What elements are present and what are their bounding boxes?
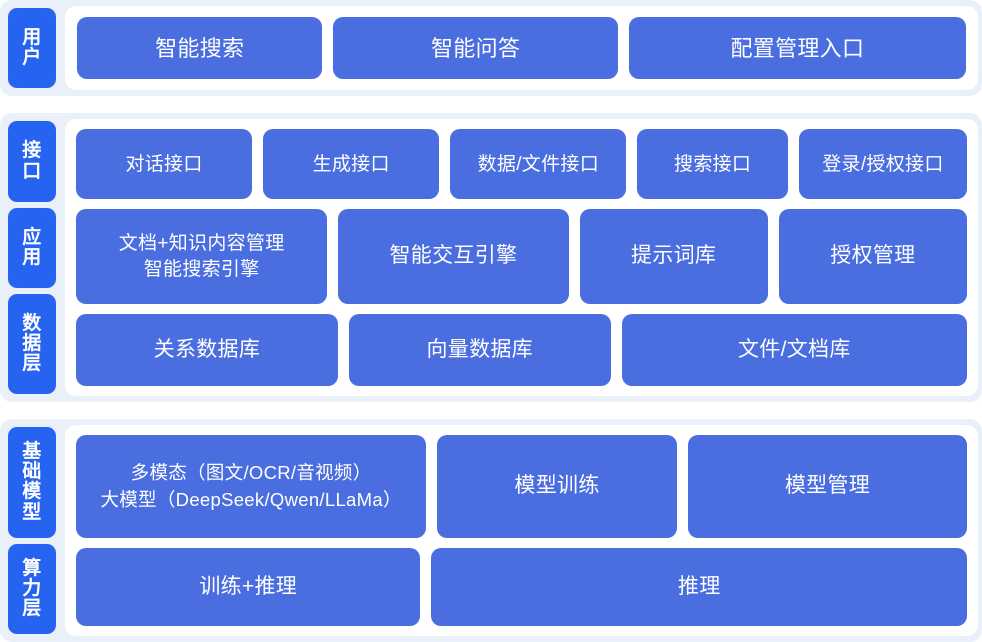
box-login-auth-api[interactable]: 登录/授权接口 (798, 129, 967, 200)
layer-label-compute: 算力层 (8, 543, 56, 635)
row-interface: 对话接口 生成接口 数据/文件接口 搜索接口 登录/授权接口 (76, 129, 967, 200)
layer-label-foundation-model: 基础模型 (8, 427, 56, 538)
layer-group-user: 用户 智能搜索 智能问答 配置管理入口 (0, 0, 982, 97)
label-column-user: 用户 (8, 6, 56, 90)
box-smart-qa[interactable]: 智能问答 (333, 17, 618, 80)
box-training-inference[interactable]: 训练+推理 (76, 547, 421, 627)
layer-label-application: 应用 (8, 207, 56, 288)
layer-group-middle: 接口 应用 数据层 对话接口 生成接口 数据/文件接口 搜索接口 登录/授权接口… (0, 113, 982, 403)
box-data-file-api[interactable]: 数据/文件接口 (450, 129, 627, 200)
box-file-document-store[interactable]: 文件/文档库 (621, 314, 968, 387)
panel-user: 智能搜索 智能问答 配置管理入口 (65, 6, 978, 91)
panel-middle: 对话接口 生成接口 数据/文件接口 搜索接口 登录/授权接口 文档+知识内容管理… (65, 119, 978, 397)
row-application: 文档+知识内容管理 智能搜索引擎 智能交互引擎 提示词库 授权管理 (76, 209, 968, 305)
box-doc-knowledge-management[interactable]: 文档+知识内容管理 智能搜索引擎 (76, 209, 328, 305)
box-relational-database[interactable]: 关系数据库 (76, 314, 338, 387)
box-search-api[interactable]: 搜索接口 (637, 129, 788, 200)
box-smart-search[interactable]: 智能搜索 (77, 17, 323, 80)
panel-base: 多模态（图文/OCR/音视频） 大模型（DeepSeek/Qwen/LLaMa）… (65, 425, 978, 636)
layer-label-interface: 接口 (8, 121, 56, 202)
row-foundation-model: 多模态（图文/OCR/音视频） 大模型（DeepSeek/Qwen/LLaMa）… (76, 435, 967, 538)
box-model-training[interactable]: 模型训练 (437, 435, 677, 538)
box-model-management[interactable]: 模型管理 (687, 435, 967, 538)
layer-label-user: 用户 (8, 8, 56, 89)
box-vector-database[interactable]: 向量数据库 (348, 314, 611, 387)
box-authorization-management[interactable]: 授权管理 (778, 209, 968, 305)
row-compute-layer: 训练+推理 推理 (76, 547, 967, 627)
box-dialog-api[interactable]: 对话接口 (76, 129, 253, 200)
row-data-layer: 关系数据库 向量数据库 文件/文档库 (76, 314, 968, 387)
box-multimodal-large-model[interactable]: 多模态（图文/OCR/音视频） 大模型（DeepSeek/Qwen/LLaMa） (76, 435, 427, 538)
layer-group-base: 基础模型 算力层 多模态（图文/OCR/音视频） 大模型（DeepSeek/Qw… (0, 419, 982, 642)
label-column-middle: 接口 应用 数据层 (8, 119, 56, 396)
box-prompt-library[interactable]: 提示词库 (579, 209, 768, 305)
box-generation-api[interactable]: 生成接口 (263, 129, 440, 200)
layer-label-data: 数据层 (8, 293, 56, 395)
row-user-entries: 智能搜索 智能问答 配置管理入口 (77, 17, 966, 80)
box-inference[interactable]: 推理 (431, 547, 967, 627)
label-column-base: 基础模型 算力层 (8, 425, 56, 636)
box-config-management-entry[interactable]: 配置管理入口 (628, 17, 966, 80)
box-smart-interaction-engine[interactable]: 智能交互引擎 (338, 209, 569, 305)
